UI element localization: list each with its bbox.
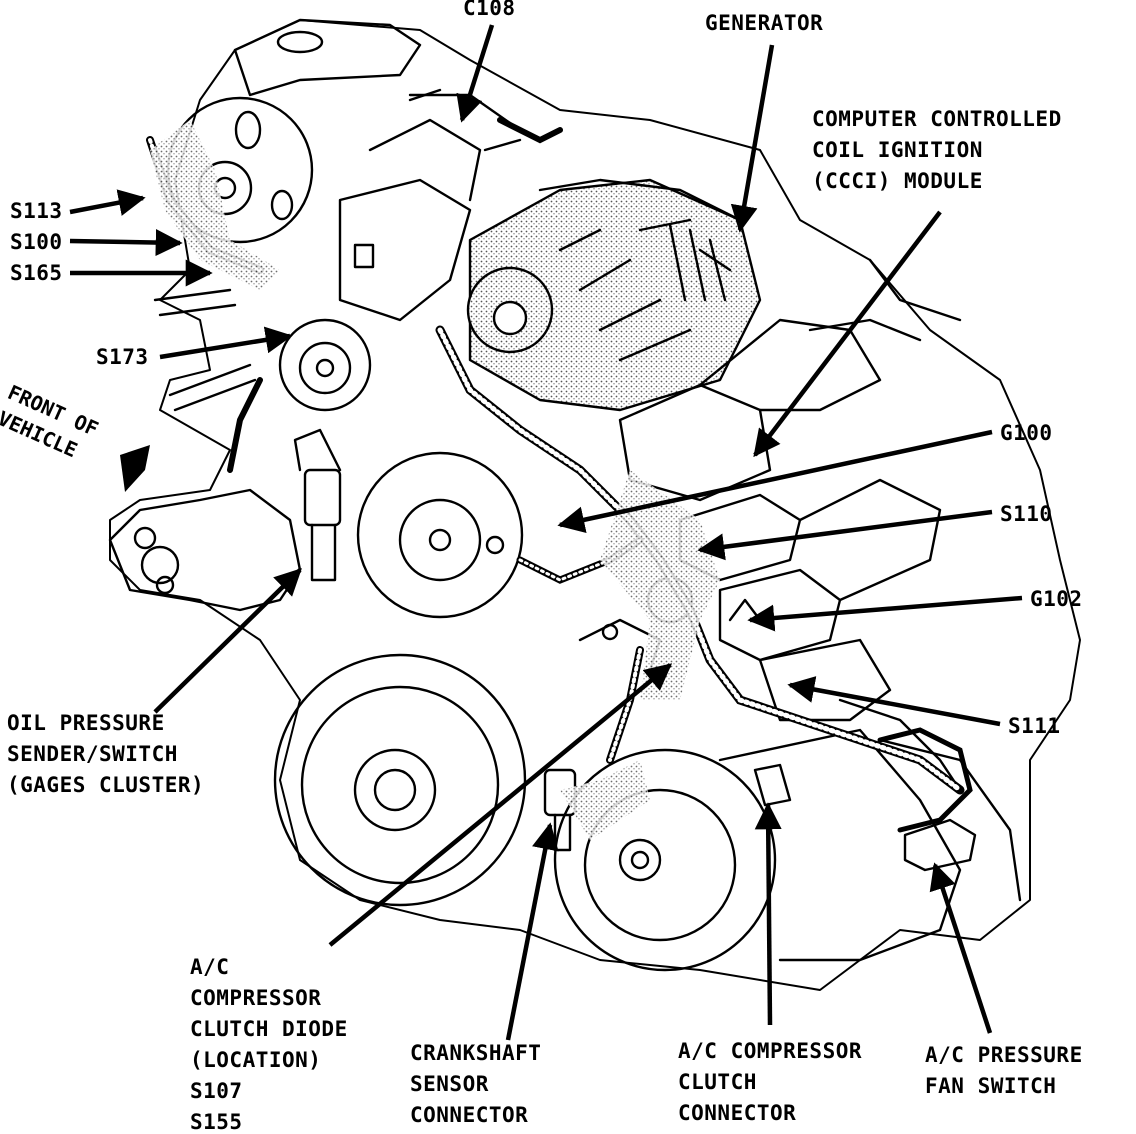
arrow-s100 xyxy=(69,229,183,257)
label-g102: G102 xyxy=(1030,587,1083,611)
arrow-s113 xyxy=(69,189,146,216)
water-pump-pulley xyxy=(356,451,524,619)
arrow-s110 xyxy=(697,509,993,561)
engine-block-outline xyxy=(109,19,1081,991)
arrow-ac-diode xyxy=(328,663,673,947)
arrow-s111 xyxy=(787,676,1001,727)
arrow-ac-clutch xyxy=(754,802,782,1026)
arrow-c108 xyxy=(456,24,495,123)
oil-pressure-sender xyxy=(303,468,342,527)
label-generator: GENERATOR xyxy=(705,11,824,35)
label-s100: S100 xyxy=(10,230,63,254)
ac-pressure-switch xyxy=(903,818,977,872)
arrow-ac-pressure xyxy=(929,862,993,1034)
label-c108: C108 xyxy=(463,0,516,20)
ac-compressor xyxy=(553,748,777,972)
thermostat-housing xyxy=(108,488,302,612)
arrow-crankshaft xyxy=(505,822,559,1041)
arrow-ccci xyxy=(753,210,942,458)
front-direction-arrow xyxy=(120,445,150,492)
label-front-of-vehicle: FRONT OF VEHICLE xyxy=(0,380,103,463)
ac-clutch-connector xyxy=(753,763,792,807)
label-s110: S110 xyxy=(1000,502,1053,526)
arrow-g100 xyxy=(557,429,993,534)
label-g100: G100 xyxy=(1000,421,1053,445)
arrow-g102 xyxy=(747,595,1023,632)
arrow-s173 xyxy=(159,326,293,360)
label-s111: S111 xyxy=(1008,714,1061,738)
generator-housing xyxy=(468,178,762,412)
label-s113: S113 xyxy=(10,199,63,223)
crankshaft-pulley xyxy=(273,653,527,907)
label-s165: S165 xyxy=(10,261,63,285)
arrow-generator xyxy=(730,44,775,233)
idler-pulley xyxy=(278,318,372,412)
arrow-oil-pressure xyxy=(153,568,302,714)
label-s173: S173 xyxy=(96,345,149,369)
